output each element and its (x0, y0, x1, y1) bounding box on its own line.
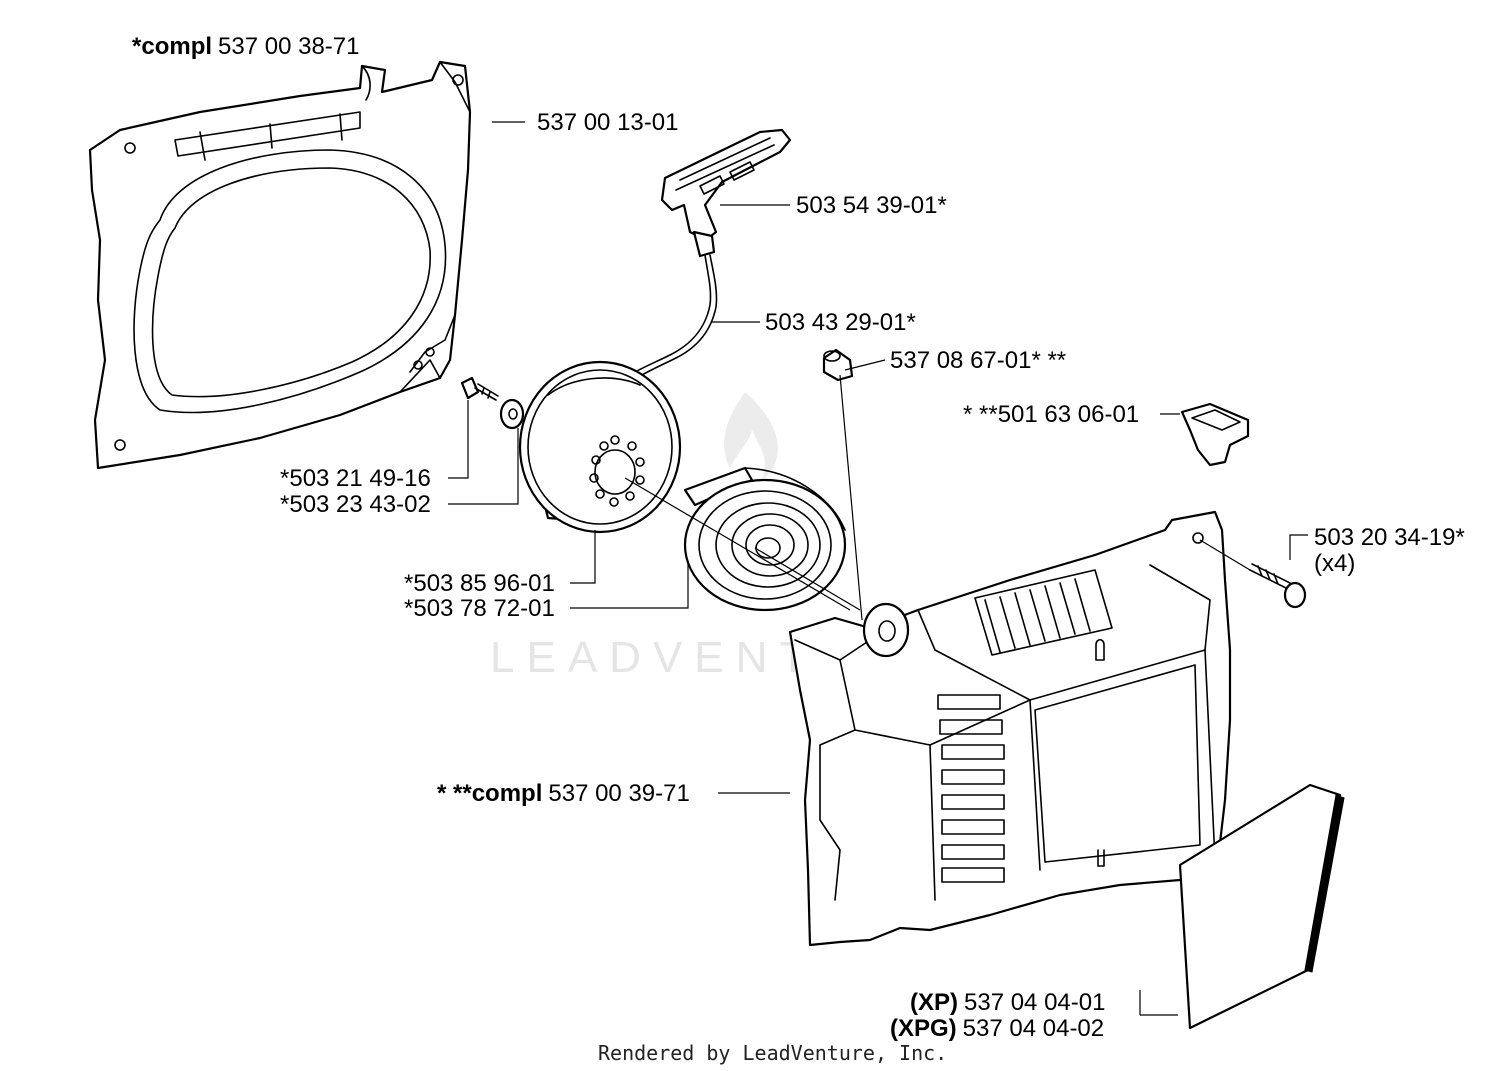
leader-lines (448, 121, 1308, 1016)
fan-housing (88, 60, 472, 470)
label-cover-screw: 503 20 34-19* (1314, 524, 1465, 551)
watermark-flame-icon (724, 392, 778, 480)
starter-rope-strand (623, 254, 718, 389)
recoil-spring (683, 466, 847, 612)
decal (1178, 783, 1345, 1030)
bushing (822, 348, 854, 382)
washer (499, 398, 525, 430)
cover-vent-grille-top (974, 569, 1113, 656)
rubber-plug (1180, 402, 1250, 467)
label-rope-pulley: *503 85 96-01 (404, 570, 555, 597)
starter-cover (788, 510, 1232, 947)
cover-vent-grille-side (937, 694, 1005, 883)
starter-handle (660, 128, 792, 258)
label-small-screw: *503 21 49-16 (280, 465, 431, 492)
label-starter-handle: 503 54 39-01* (796, 192, 947, 219)
cover-screw (1249, 563, 1307, 609)
label-decal-xp: (XP)537 04 04-01 (910, 989, 1105, 1016)
label-washer: *503 23 43-02 (280, 491, 431, 518)
label-decal-xpg: (XPG)537 04 04-02 (890, 1015, 1104, 1042)
label-cover-screw-qty: (x4) (1314, 550, 1355, 577)
starter-rope (617, 254, 712, 386)
label-fan-housing: 537 00 13-01 (537, 109, 678, 136)
credit-text: Rendered by LeadVenture, Inc. (598, 1041, 947, 1065)
rope-pulley (518, 360, 682, 534)
label-plug: * **501 63 06-01 (963, 401, 1139, 428)
label-starter-rope: 503 43 29-01* (765, 309, 916, 336)
label-recoil-spring: *503 78 72-01 (404, 595, 555, 622)
small-screw (460, 376, 499, 401)
label-bushing: 537 08 67-01* ** (890, 347, 1066, 374)
